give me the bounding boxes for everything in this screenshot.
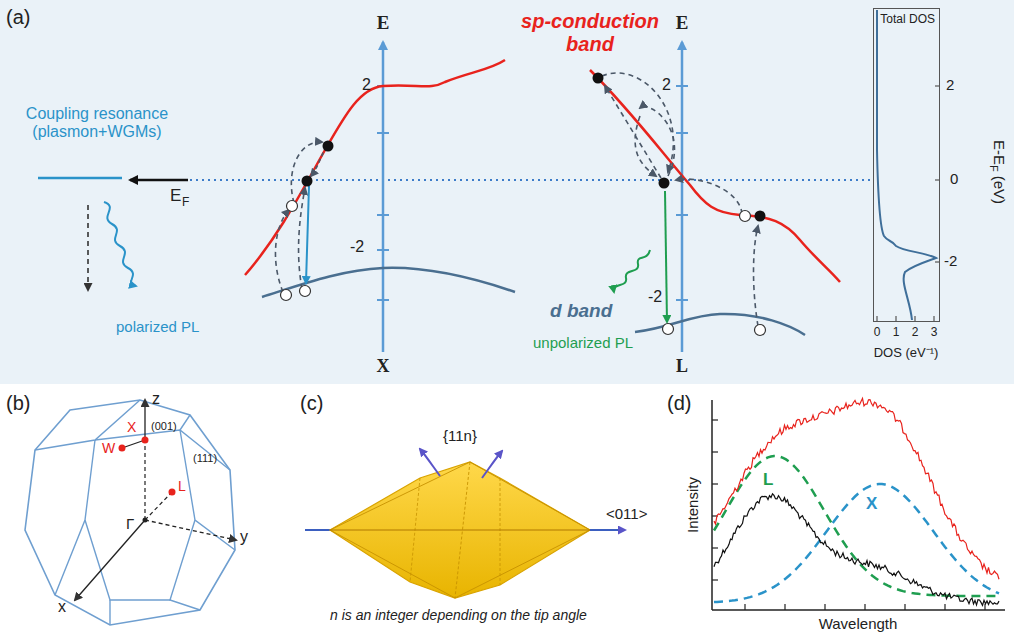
axis-label-part: Intensity (684, 477, 701, 533)
k-point: Γ (126, 515, 134, 532)
axis-label: E (377, 12, 390, 34)
peak-label: X (866, 494, 877, 514)
tick-label: -2 (944, 252, 957, 269)
axis-label: Wavelength (819, 615, 898, 632)
band-label: d band (550, 300, 612, 322)
axis-label: z (152, 390, 160, 408)
axis-label: E-EF (eV) (988, 140, 1009, 204)
axis-label: DOS (eV⁻¹) (874, 346, 939, 361)
pl-label: polarized PL (116, 318, 199, 335)
caption-note: n is an integer depending on the tip ang… (330, 607, 587, 623)
panel-tag: (a) (6, 6, 30, 29)
fermi-label: E (170, 186, 181, 206)
facet-label: (001) (151, 420, 177, 433)
tick-label: 0 (874, 326, 881, 340)
tick-label: -2 (648, 288, 662, 306)
k-point: X (127, 419, 136, 435)
axis-label: Intensity (684, 477, 701, 533)
panel-title: Total DOS (874, 9, 939, 26)
tick-label: 3 (931, 326, 938, 340)
panel-tag: (c) (300, 392, 323, 415)
axis-label: y (240, 528, 248, 546)
axis-label-part: E-E (991, 140, 1008, 165)
pl-label: unpolarized PL (533, 334, 633, 351)
k-point: L (676, 356, 688, 377)
axis-label-part: (eV) (991, 176, 1008, 204)
tick-label: 2 (946, 76, 954, 93)
band-label: sp-conduction band (510, 10, 670, 56)
tick-label: 2 (362, 76, 371, 94)
axis-label: x (58, 598, 66, 616)
k-point: L (178, 478, 186, 494)
axis-label-part: F (988, 165, 1000, 172)
k-point: W (102, 440, 115, 456)
dos-frame: Total DOS (873, 8, 940, 322)
axis-label: E (676, 12, 689, 34)
resonance-label: Coupling resonance (plasmon+WGMs) (8, 105, 186, 142)
tick-label: 0 (950, 170, 958, 187)
axis-label: <011> (606, 505, 647, 522)
fermi-subscript: F (182, 196, 189, 210)
tick-label: 2 (662, 76, 671, 94)
k-point: X (377, 356, 390, 377)
facet-label: (111) (193, 452, 217, 465)
tick-label: -2 (350, 238, 364, 256)
panel-tag: (b) (6, 392, 30, 415)
panel-tag: (d) (667, 392, 691, 415)
peak-label: L (763, 470, 773, 490)
tick-label: 1 (893, 326, 900, 340)
tick-label: 2 (912, 326, 919, 340)
facet-label: {11n} (443, 427, 477, 444)
